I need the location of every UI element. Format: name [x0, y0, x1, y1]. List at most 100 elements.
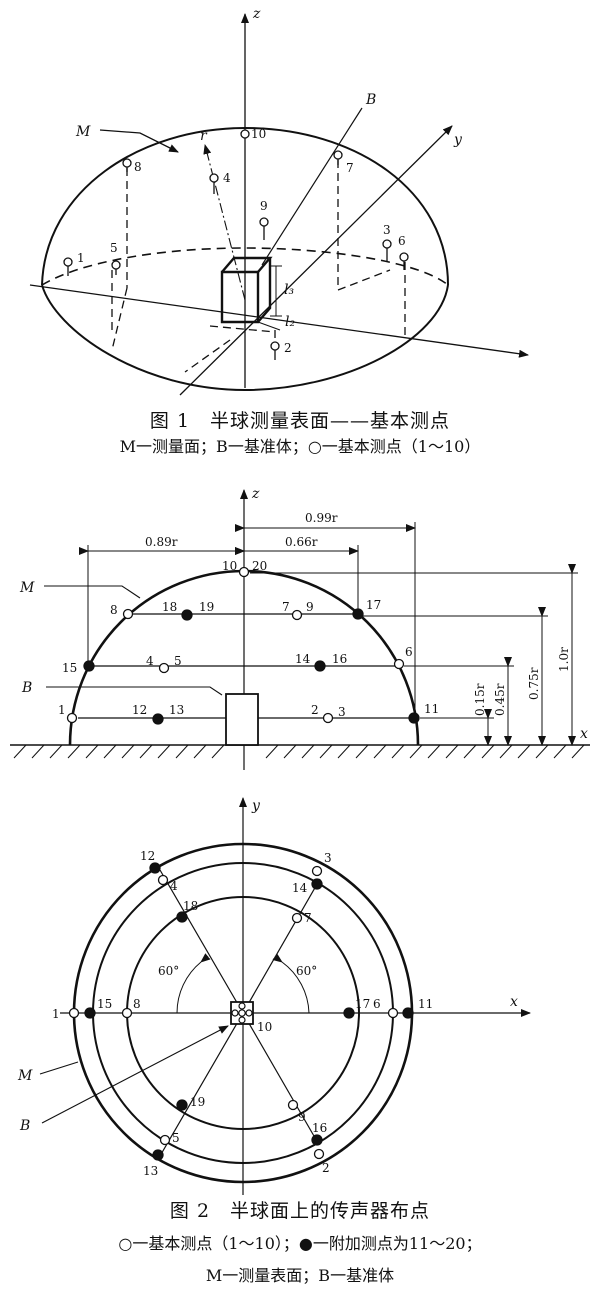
plan-label-18: 18 [183, 899, 198, 913]
elev-label-2: 2 [311, 703, 319, 717]
fig1-label-4: 4 [223, 171, 231, 185]
elev-point-11 [408, 712, 420, 724]
plan-point-6 [387, 1007, 399, 1019]
elev-label-19: 19 [199, 600, 214, 614]
fig1-b-label: B [365, 92, 376, 108]
figure2-caption-legend: ○一基本测点（1～10）；●一附加测点为11～20； [118, 1234, 482, 1253]
elevation-dimension-labels: 0.89r 0.66r 0.99r 0.15r 0.45r 0.75r 1.0r [145, 511, 571, 716]
fig1-l3-label: l₃ [284, 282, 294, 298]
plan-point-9 [287, 1099, 299, 1111]
elev-point-17 [352, 608, 364, 620]
reference-box-elevation [225, 693, 259, 746]
elev-point-10 [238, 566, 250, 578]
plan-point-17 [343, 1007, 355, 1019]
plan-label-9: 9 [298, 1110, 306, 1124]
plan-label-5: 5 [172, 1131, 180, 1145]
plan-label-8: 8 [133, 997, 141, 1011]
elev-point-4 [158, 662, 170, 674]
fig1-label-8: 8 [134, 160, 142, 174]
angle-label-left: 60° [158, 964, 179, 978]
elev-label-8: 8 [110, 603, 118, 617]
fig1-point-7 [333, 150, 343, 160]
fig1-points [63, 129, 409, 360]
elevation-symbols: z x M B [19, 486, 588, 742]
elev-label-13: 13 [169, 703, 184, 717]
fig1-label-3: 3 [383, 223, 391, 237]
fig1-r-label: r [200, 128, 208, 144]
m-leader-arrow-fig1 [99, 129, 179, 153]
elev-label-18: 18 [162, 600, 177, 614]
elev-b-label: B [21, 680, 32, 696]
figure2-caption-title: 图 2 半球面上的传声器布点 [169, 1200, 431, 1222]
elev-label-5: 5 [174, 654, 182, 668]
dim-099r: 0.99r [305, 511, 338, 525]
plan-label-11: 11 [418, 997, 433, 1011]
elev-point-18 [181, 609, 193, 621]
elev-label-10: 10 [222, 559, 237, 573]
plan-label-16: 16 [312, 1121, 327, 1135]
plan-symbols: y x M B [17, 798, 518, 1134]
b-leader-elevation [46, 686, 223, 696]
y-axis-fig1 [179, 125, 453, 396]
plan-point-11 [402, 1007, 414, 1019]
figure2-caption-legend2: M一测量表面；B一基准体 [205, 1266, 395, 1285]
plan-point-16 [311, 1134, 323, 1146]
base-ellipse-back [41, 247, 449, 286]
fig1-label-1: 1 [77, 251, 85, 265]
elev-label-9: 9 [306, 600, 314, 614]
box-dimension-lines [257, 265, 282, 331]
elevation-dimension-lines [79, 522, 578, 746]
fig1-symbols: z y r M B l₃ l₂ [75, 6, 463, 330]
b-leader-line-fig1 [261, 107, 363, 266]
fig1-label-7: 7 [346, 161, 354, 175]
m-leader-plan [39, 1061, 79, 1075]
elev-point-8 [122, 608, 134, 620]
elev-label-11: 11 [424, 702, 439, 716]
plan-point-5 [159, 1134, 171, 1146]
plan-x-label: x [510, 994, 518, 1010]
plan-label-2: 2 [322, 1161, 330, 1175]
m-leader-elevation [44, 585, 141, 599]
figure1-caption-title: 图 1 半球测量表面——基本测点 [149, 410, 451, 432]
elev-label-7: 7 [282, 600, 290, 614]
plan-point-14 [311, 878, 323, 890]
plan-point-19 [176, 1099, 188, 1111]
plan-label-10: 10 [257, 1020, 272, 1034]
elev-label-1: 1 [58, 703, 66, 717]
fig1-point-3 [382, 239, 392, 249]
plan-point-18 [176, 911, 188, 923]
elev-m-label: M [19, 580, 35, 596]
fig1-y-label: y [453, 132, 463, 148]
plan-label-4: 4 [170, 879, 178, 893]
plan-y-label: y [251, 798, 261, 814]
plan-point-1 [68, 1007, 80, 1019]
fig1-z-label: z [252, 6, 261, 22]
elev-point-15 [83, 660, 95, 672]
plan-m-label: M [17, 1068, 33, 1084]
plan-point-2 [313, 1148, 325, 1160]
elev-label-6: 6 [405, 645, 413, 659]
fig1-m-label: M [75, 124, 91, 140]
angle-label-right: 60° [296, 964, 317, 978]
plan-label-17: 17 [355, 997, 370, 1011]
elevation-points [66, 566, 420, 725]
dim-066r: 0.66r [285, 535, 318, 549]
fig1-point-4 [209, 173, 219, 183]
figure2-plan: 1 15 8 17 6 11 10 12 4 18 3 14 7 19 5 13… [17, 797, 531, 1195]
fig1-point-9 [259, 217, 269, 227]
elev-point-12 [152, 713, 164, 725]
angle-arc-left [176, 953, 211, 1014]
elev-x-label: x [580, 726, 588, 742]
elev-point-6 [393, 658, 405, 670]
elev-label-17: 17 [366, 598, 381, 612]
elev-label-14: 14 [295, 652, 311, 666]
fig1-point-8 [122, 158, 132, 168]
plan-point-15 [84, 1007, 96, 1019]
elev-label-16: 16 [332, 652, 347, 666]
figure2-elevation: 1 12 13 2 3 11 15 4 5 14 16 6 8 18 19 7 … [10, 486, 590, 770]
elev-label-4: 4 [146, 654, 154, 668]
base-ellipse-front [41, 284, 449, 392]
fig1-l2-label: l₂ [285, 314, 295, 330]
plan-label-13: 13 [143, 1164, 158, 1178]
